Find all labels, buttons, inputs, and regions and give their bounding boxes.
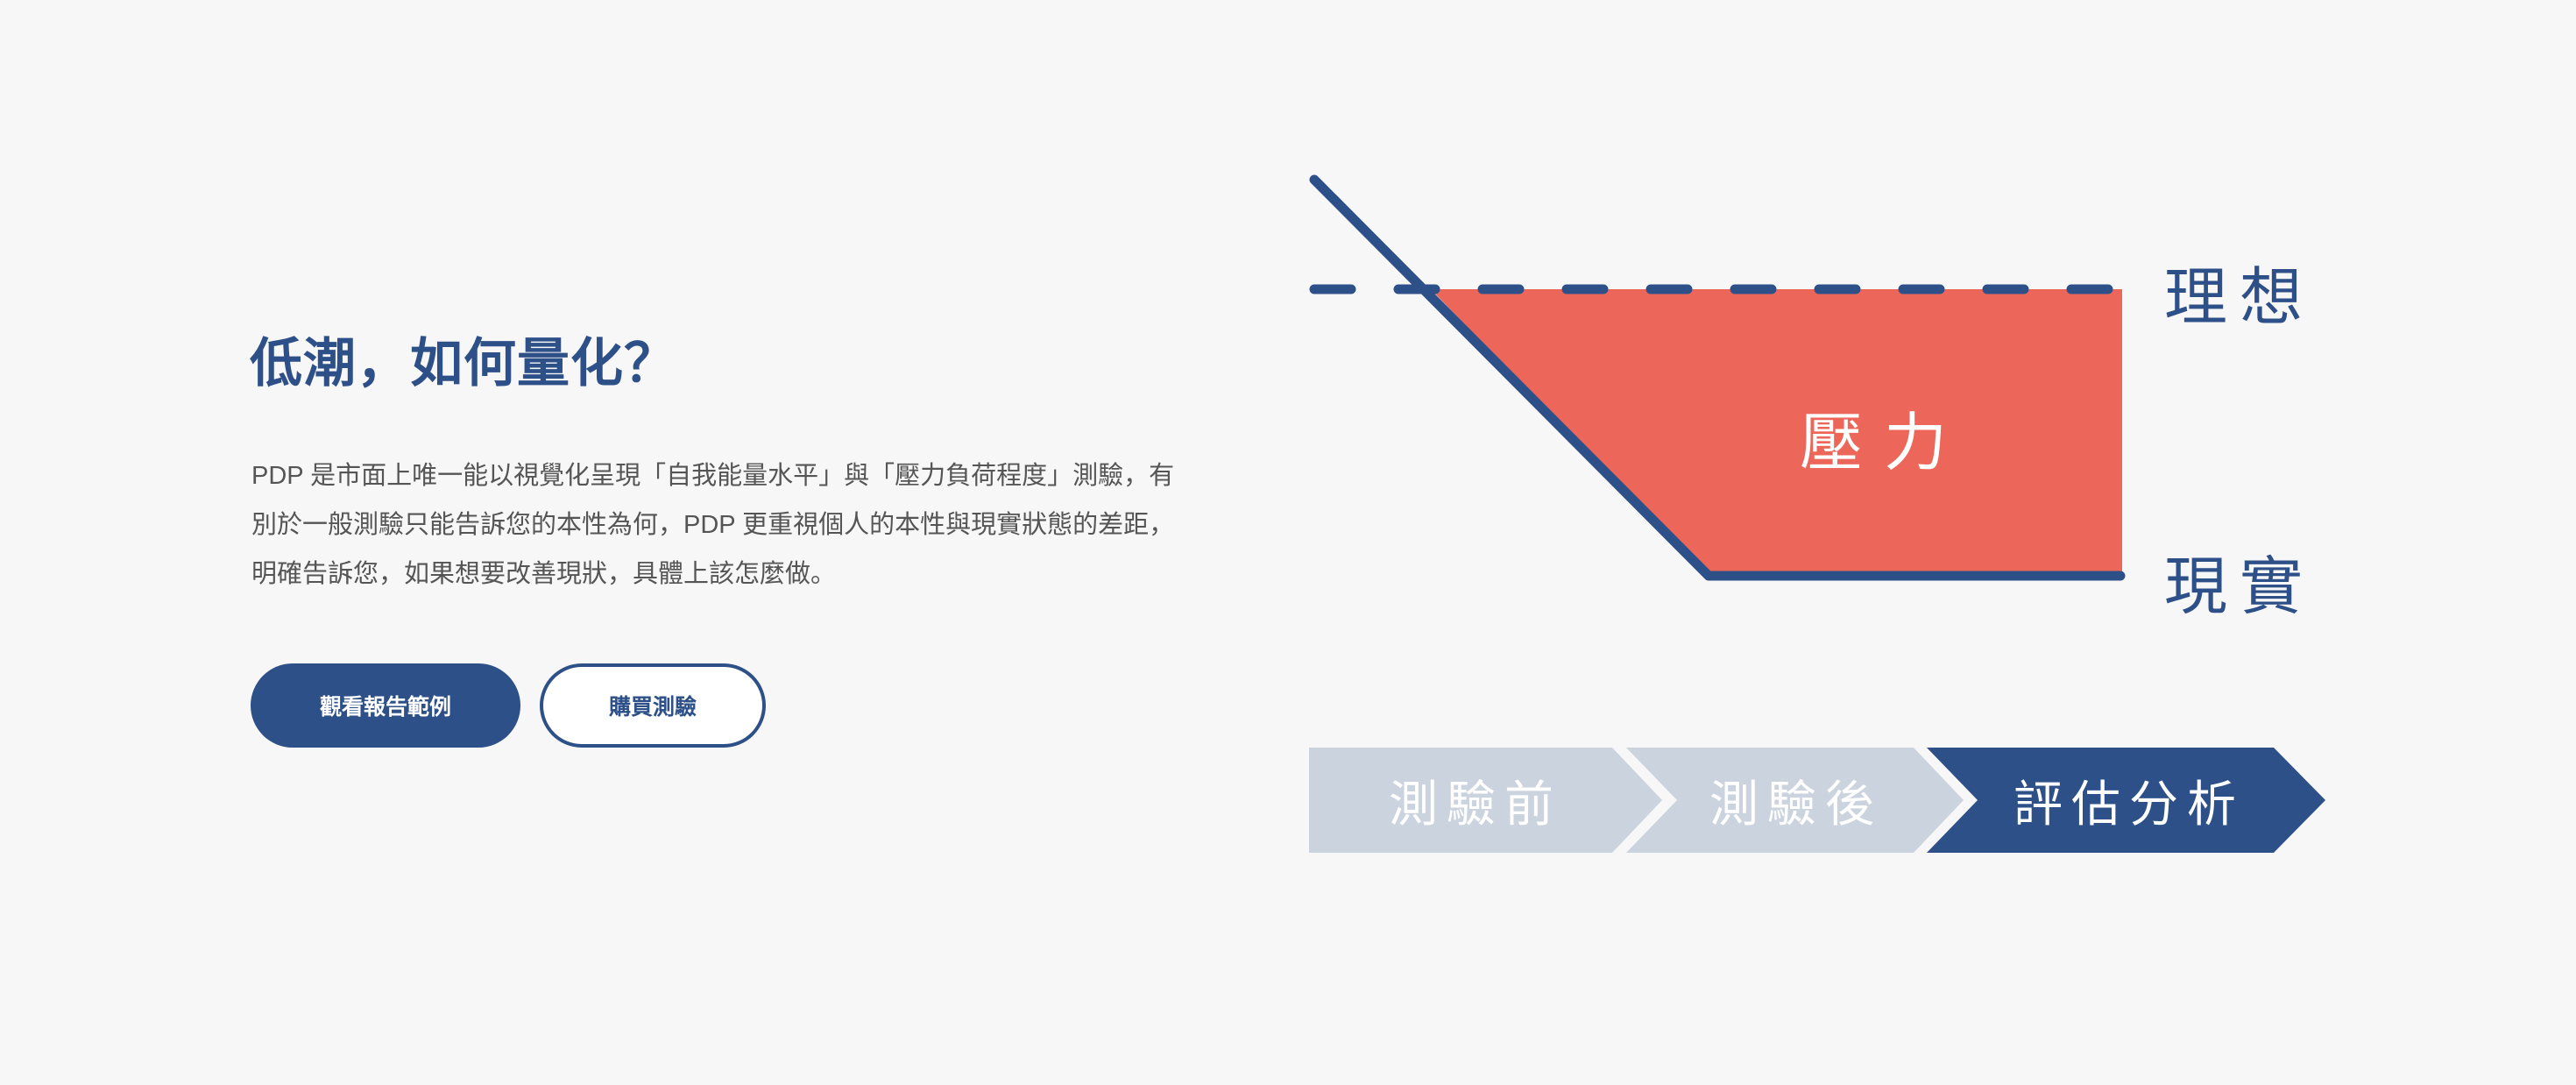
paragraph-line: 別於一般測驗只能告訴您的本性為何，PDP 更重視個人的本性與現實狀態的差距， — [251, 511, 1175, 539]
description-paragraph: PDP 是市面上唯一能以視覺化呈現「自我能量水平」與「壓力負荷程度」測驗，有 別… — [251, 451, 1285, 599]
step-chevron-after — [1626, 748, 1964, 853]
section-title: 低潮，如何量化？ — [250, 334, 677, 393]
paragraph-line: 明確告訴您，如果想要改善現狀，具體上該怎麼做。 — [251, 560, 837, 588]
buy-test-button[interactable]: 購買測驗 — [540, 663, 766, 748]
reality-trend-line — [1309, 174, 2126, 581]
paragraph-line: PDP 是市面上唯一能以視覺化呈現「自我能量水平」與「壓力負荷程度」測驗，有 — [251, 462, 1175, 490]
pressure-label: 壓力 — [1800, 408, 1969, 479]
step-label-analysis: 評估分析 — [2013, 776, 2245, 832]
step-label-before: 測驗前 — [1389, 776, 1562, 832]
step-label-after: 測驗後 — [1709, 776, 1883, 832]
step-chevron-before — [1309, 748, 1662, 853]
view-report-sample-button[interactable]: 觀看報告範例 — [251, 663, 520, 748]
pressure-area — [1431, 289, 2122, 576]
ideal-label: 理想 — [2164, 263, 2316, 333]
reality-label: 現實 — [2164, 552, 2316, 622]
step-chevron-analysis — [1927, 748, 2325, 853]
